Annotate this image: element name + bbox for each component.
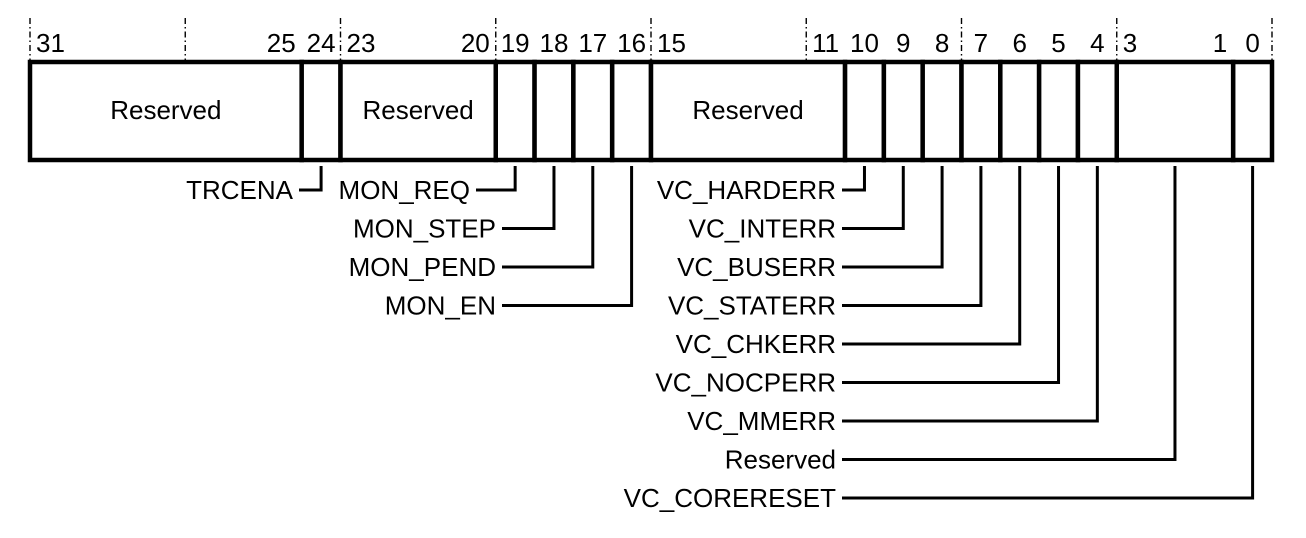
bit-number: 8 xyxy=(935,28,949,58)
field-box xyxy=(493,59,537,163)
field-box xyxy=(532,59,576,163)
bit-number: 11 xyxy=(812,28,839,58)
callout-label: MON_EN xyxy=(385,291,496,321)
field-box xyxy=(299,59,343,163)
bit-number: 1 xyxy=(1213,28,1227,58)
bit-number: 23 xyxy=(347,28,376,58)
callout-line xyxy=(842,166,983,307)
bit-number: 20 xyxy=(461,28,490,58)
callout-label: VC_CHKERR xyxy=(676,329,836,359)
callout-label: VC_HARDERR xyxy=(657,175,836,205)
callout-label: MON_REQ xyxy=(339,175,470,205)
bit-number: 25 xyxy=(267,28,296,58)
callout-line xyxy=(842,166,1099,423)
callout-line xyxy=(842,166,866,192)
callout-line xyxy=(842,166,944,269)
callout-line xyxy=(299,166,323,192)
field-box xyxy=(881,59,925,163)
callout-label: VC_NOCPERR xyxy=(655,368,836,398)
field-box xyxy=(27,59,304,163)
callout-line xyxy=(842,166,1061,384)
field-box xyxy=(1230,59,1275,163)
bit-number: 18 xyxy=(540,28,569,58)
callout-line xyxy=(842,166,1177,461)
field-box xyxy=(920,59,964,163)
callout-label: Reserved xyxy=(725,445,836,475)
bit-number: 10 xyxy=(850,28,879,58)
field-box xyxy=(1114,59,1236,163)
bit-number: 4 xyxy=(1090,28,1104,58)
field-box xyxy=(959,59,1003,163)
callout-label: MON_STEP xyxy=(353,214,496,244)
bit-number: 7 xyxy=(974,28,988,58)
callout-line xyxy=(502,166,634,307)
callout-label: VC_STATERR xyxy=(668,291,836,321)
field-label: Reserved xyxy=(692,95,803,125)
callout-line xyxy=(502,166,556,230)
field-box xyxy=(609,59,654,163)
field-label: Reserved xyxy=(362,95,473,125)
callout-label: VC_CORERESET xyxy=(624,483,836,513)
callout-label: MON_PEND xyxy=(349,252,496,282)
bit-number: 9 xyxy=(896,28,910,58)
callout-line xyxy=(842,166,1022,346)
callout-label: TRCENA xyxy=(186,175,294,205)
bit-number: 0 xyxy=(1245,28,1259,58)
field-box xyxy=(842,59,887,163)
callout-label: VC_INTERR xyxy=(689,214,836,244)
bit-number: 3 xyxy=(1123,28,1137,58)
bit-number: 24 xyxy=(307,28,336,58)
field-box xyxy=(1075,59,1119,163)
bit-number: 16 xyxy=(617,28,646,58)
callout-line xyxy=(476,166,517,192)
bit-number: 31 xyxy=(36,28,65,58)
bit-number: 17 xyxy=(578,28,607,58)
bit-number: 5 xyxy=(1051,28,1065,58)
bit-number: 15 xyxy=(657,28,686,58)
callout-line xyxy=(502,166,595,269)
callout-label: VC_MMERR xyxy=(687,406,836,436)
callout-line xyxy=(842,166,905,230)
bit-number: 6 xyxy=(1012,28,1026,58)
callout-line xyxy=(842,166,1255,500)
callout-label: VC_BUSERR xyxy=(677,252,836,282)
field-box xyxy=(998,59,1042,163)
bit-number: 19 xyxy=(501,28,530,58)
field-label: Reserved xyxy=(110,95,221,125)
field-box xyxy=(1036,59,1081,163)
field-box xyxy=(571,59,615,163)
